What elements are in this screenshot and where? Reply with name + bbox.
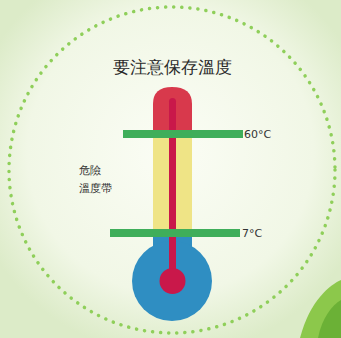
corner-leaf: [300, 280, 341, 338]
limit-bar: [123, 130, 243, 138]
corner-leaf: [318, 300, 341, 338]
zone-label: 危險 溫度帶: [79, 162, 113, 197]
limit-bar: [110, 229, 240, 237]
temperature-value: 60°C: [244, 128, 271, 141]
mercury-bulb: [160, 268, 186, 294]
mercury-column: [169, 98, 176, 278]
title: 要注意保存溫度: [113, 56, 232, 79]
temperature-value: 7°C: [242, 227, 262, 240]
dotted-ring: [9, 7, 335, 333]
